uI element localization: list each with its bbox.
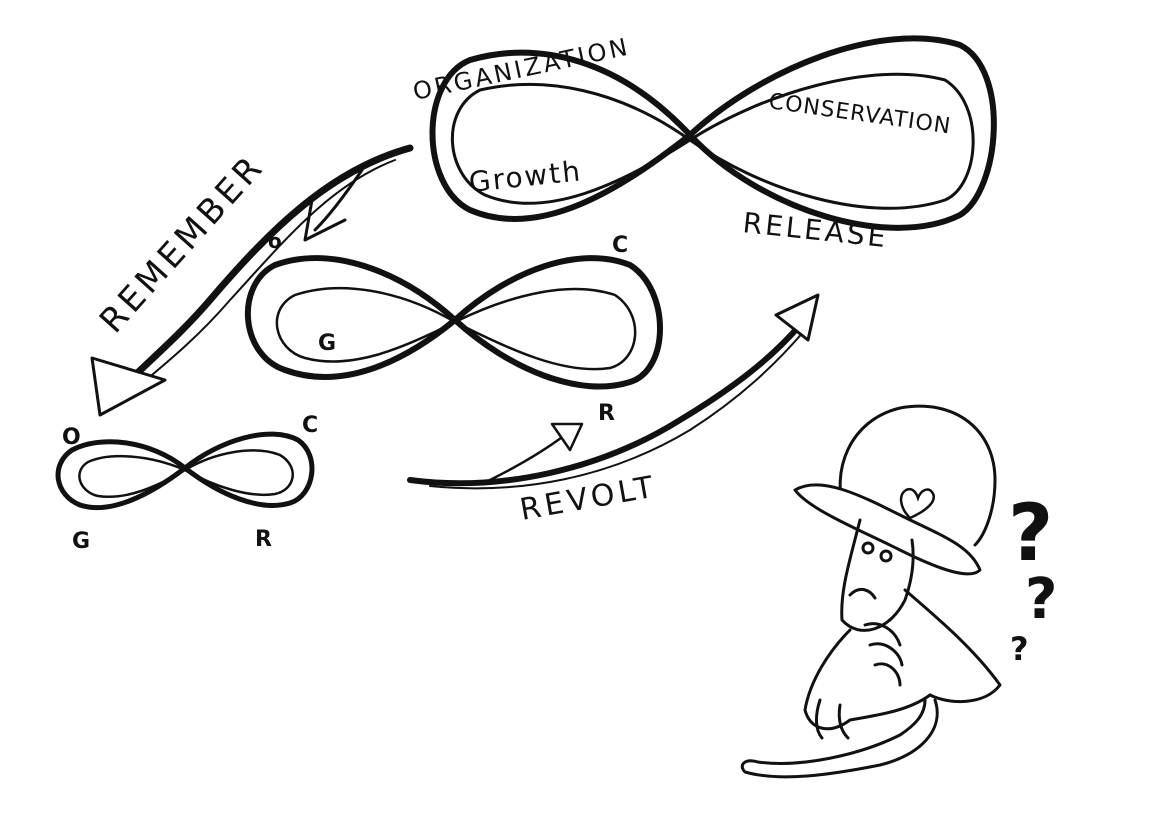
large-adaptive-cycle xyxy=(429,35,997,231)
question-mark-small: ? xyxy=(1010,630,1029,668)
hat-brim xyxy=(793,483,982,576)
remember-arrowhead-small xyxy=(303,168,364,242)
small-label-o: O xyxy=(62,425,81,450)
creature-eye-right xyxy=(879,549,893,563)
large-loop-outer xyxy=(429,35,997,231)
creature-eye-left xyxy=(861,541,875,555)
creature-character xyxy=(740,404,1002,779)
medium-adaptive-cycle xyxy=(244,255,663,390)
label-growth: Growth xyxy=(467,154,583,199)
small-loop-inner xyxy=(78,449,294,498)
label-conservation: CONSERVATION xyxy=(767,89,952,139)
remember-arrowhead-large xyxy=(90,356,167,417)
revolt-arrow xyxy=(407,293,820,490)
question-mark-medium: ? xyxy=(1025,567,1057,632)
small-adaptive-cycle xyxy=(55,431,315,511)
creature-body xyxy=(803,628,932,731)
large-loop-inner xyxy=(450,72,975,210)
remember-arrow xyxy=(90,144,414,417)
small-label-r: R xyxy=(255,527,272,552)
revolt-arrowhead-large xyxy=(774,293,820,342)
creature-cape xyxy=(903,588,1002,704)
revolt-arrowhead-small xyxy=(550,422,584,452)
label-release: RELEASE xyxy=(741,206,890,254)
question-mark-large: ? xyxy=(1008,489,1053,579)
medium-label-r: R xyxy=(598,401,615,426)
small-label-g: G xyxy=(72,529,90,554)
creature-tail xyxy=(740,698,939,779)
medium-loop-outer xyxy=(244,255,663,390)
creature-head xyxy=(840,518,915,632)
creature-mouth xyxy=(848,587,877,600)
medium-label-c: C xyxy=(612,233,628,258)
heart-icon xyxy=(899,487,935,520)
small-loop-outer xyxy=(55,431,315,511)
small-label-c: C xyxy=(302,413,318,438)
medium-label-g: G xyxy=(318,331,336,356)
medium-loop-inner xyxy=(275,286,637,371)
